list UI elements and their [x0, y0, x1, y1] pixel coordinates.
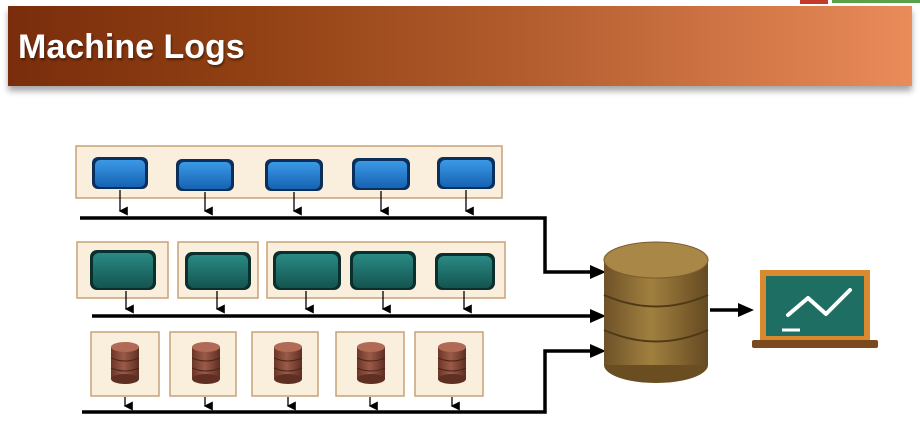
server-icon	[92, 157, 148, 189]
server-icon	[176, 159, 234, 191]
server-icon	[352, 158, 410, 190]
arrow-icon	[590, 265, 606, 279]
page-title: Machine Logs	[18, 28, 245, 66]
database-icon	[110, 342, 140, 384]
arrow-icon	[590, 309, 606, 323]
corner-accent-line	[832, 0, 920, 3]
row3-database-cell	[251, 331, 319, 397]
database-icon	[356, 342, 386, 384]
server-icon	[273, 251, 341, 290]
chart-board-icon	[752, 270, 878, 348]
database-icon	[437, 342, 467, 384]
server-icon	[90, 250, 156, 290]
server-icon	[350, 251, 416, 290]
server-icon	[437, 157, 495, 189]
row2-connectors	[124, 291, 472, 314]
row3-database-cell	[335, 331, 405, 397]
arrow-icon	[738, 303, 754, 317]
server-icon	[185, 252, 251, 290]
row3-database-cell	[90, 331, 160, 397]
row3-database-cell	[414, 331, 484, 397]
row3-connectors	[123, 397, 460, 411]
arrow-icon	[590, 344, 606, 358]
database-icon	[273, 342, 303, 384]
row1-connectors	[118, 190, 474, 216]
database-icon	[191, 342, 221, 384]
hub-database-icon	[603, 241, 709, 383]
row3-bus-line	[82, 349, 594, 414]
server-icon	[435, 253, 495, 290]
row3-database-cell	[169, 331, 237, 397]
server-icon	[265, 159, 323, 191]
corner-accent	[800, 0, 828, 4]
title-bar: Machine Logs	[8, 6, 912, 86]
row1-bus-line	[80, 216, 594, 274]
